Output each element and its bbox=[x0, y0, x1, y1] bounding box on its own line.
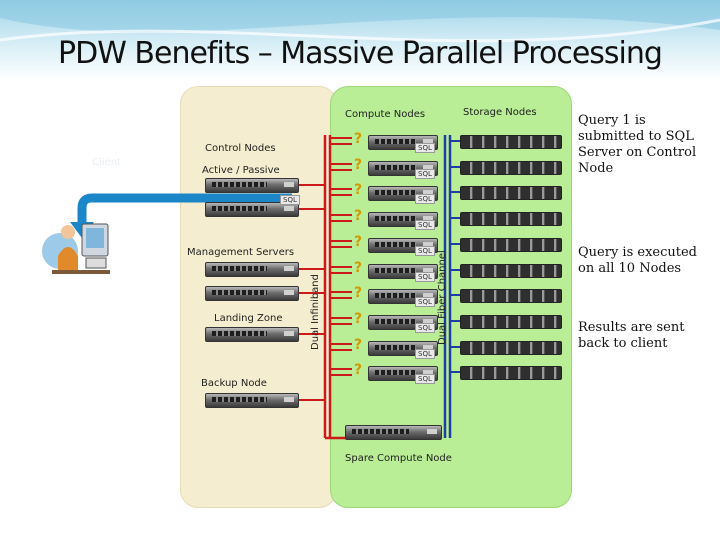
spare-compute-server bbox=[345, 425, 442, 440]
node-links bbox=[297, 137, 460, 401]
callout-results-sent: Results are sent back to client bbox=[578, 320, 685, 351]
storage-node-array bbox=[460, 135, 562, 149]
query-mark: ? bbox=[354, 362, 363, 378]
sql-tag: SQL bbox=[415, 169, 435, 179]
query-mark: ? bbox=[354, 311, 363, 327]
spare-compute-node-label: Spare Compute Node bbox=[345, 453, 452, 464]
storage-node-array bbox=[460, 238, 562, 252]
dual-fiber-channel-label: Dual Fiber Channel bbox=[437, 250, 448, 345]
storage-node-array bbox=[460, 341, 562, 355]
storage-node-array bbox=[460, 186, 562, 200]
callout-query-submitted: Query 1 is submitted to SQL Server on Co… bbox=[578, 113, 697, 176]
landing-zone-label: Landing Zone bbox=[214, 313, 283, 324]
storage-node-array bbox=[460, 289, 562, 303]
sql-tag: SQL bbox=[415, 297, 435, 307]
compute-node-server bbox=[368, 366, 438, 381]
landing-zone-server bbox=[205, 327, 299, 342]
sql-tag: SQL bbox=[415, 220, 435, 230]
sql-tag: SQL bbox=[415, 349, 435, 359]
backup-node-server bbox=[205, 393, 299, 408]
callout-query-executed: Query is executed on all 10 Nodes bbox=[578, 245, 697, 276]
control-node-server bbox=[205, 202, 299, 217]
query-mark: ? bbox=[354, 260, 363, 276]
storage-node-array bbox=[460, 264, 562, 278]
storage-node-array bbox=[460, 366, 562, 380]
sql-tag: SQL bbox=[415, 194, 435, 204]
sql-tag: SQL bbox=[415, 143, 435, 153]
management-servers-label: Management Servers bbox=[187, 247, 295, 258]
query-mark: ? bbox=[354, 182, 363, 198]
query-flow-line bbox=[77, 193, 292, 226]
dual-infiniband-label: Dual Infiniband bbox=[310, 274, 321, 350]
banner-wave bbox=[0, 0, 720, 43]
slide-title: PDW Benefits – Massive Parallel Processi… bbox=[58, 36, 663, 71]
sql-tag: SQL bbox=[280, 195, 300, 205]
title-banner bbox=[0, 0, 720, 80]
backup-node-label: Backup Node bbox=[201, 378, 267, 389]
query-mark: ? bbox=[354, 234, 363, 250]
active-passive-label: Active / Passive bbox=[202, 165, 280, 176]
storage-nodes-label: Storage Nodes bbox=[463, 107, 537, 118]
sql-tag: SQL bbox=[415, 374, 435, 384]
query-mark: ? bbox=[354, 208, 363, 224]
sql-tag: SQL bbox=[415, 246, 435, 256]
control-nodes-label: Control Nodes bbox=[205, 143, 276, 154]
client-person-icon bbox=[42, 223, 110, 274]
query-mark: ? bbox=[354, 285, 363, 301]
storage-node-array bbox=[460, 212, 562, 226]
client-label: Client bbox=[92, 157, 121, 168]
query-mark: ? bbox=[354, 157, 363, 173]
storage-node-array bbox=[460, 161, 562, 175]
sql-tag: SQL bbox=[415, 272, 435, 282]
compute-nodes-label: Compute Nodes bbox=[345, 109, 426, 120]
management-server bbox=[205, 286, 299, 301]
management-server bbox=[205, 262, 299, 277]
sql-tag: SQL bbox=[415, 323, 435, 333]
storage-node-array bbox=[460, 315, 562, 329]
control-node-server bbox=[205, 178, 299, 193]
query-mark: ? bbox=[354, 337, 363, 353]
query-mark: ? bbox=[354, 131, 363, 147]
